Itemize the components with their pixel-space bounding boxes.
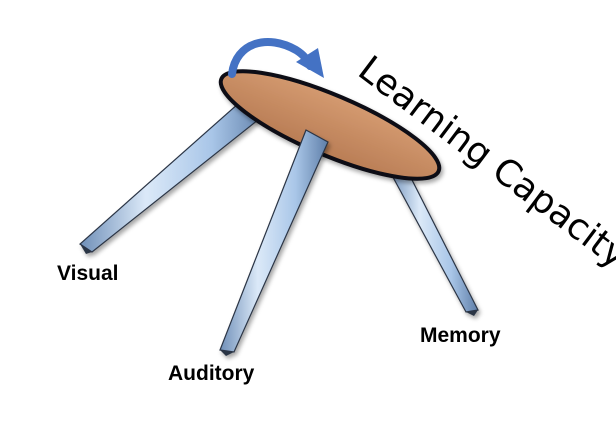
leg-label-memory: Memory [420,324,501,347]
leg-label-auditory: Auditory [168,362,255,385]
leg-label-visual: Visual [57,262,119,285]
curved-rotation-arrow-icon [228,38,324,78]
leg-memory [386,166,479,316]
leg-visual [79,94,269,254]
leg-auditory [219,129,329,356]
